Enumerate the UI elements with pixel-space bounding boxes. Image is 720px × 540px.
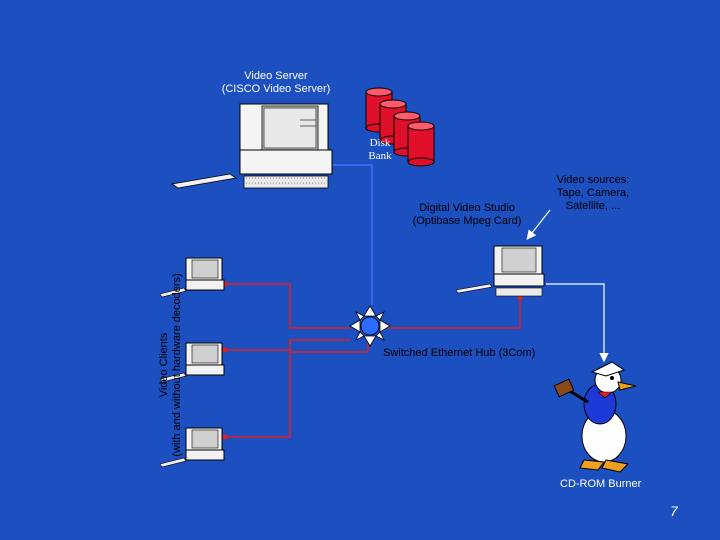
hub-label: Switched Ethernet Hub (3Com) (383, 347, 536, 359)
video-sources-line1: Video sources: (556, 174, 630, 186)
lan-port-dots (222, 281, 523, 440)
video-sources-label: Video sources: Tape, Camera, Satellite, … (540, 174, 646, 213)
video-sources-line3: Satellite, ... (565, 200, 621, 212)
server-title-line1: Video Server (244, 70, 308, 82)
studio-workstation[interactable] (455, 245, 545, 297)
client-workstation-1[interactable] (159, 257, 225, 298)
studio-label-line2: (Optibase Mpeg Card) (412, 215, 522, 227)
workstation-icon (159, 342, 225, 383)
workstation-icon (159, 257, 225, 298)
duck-mascot-icon[interactable] (553, 361, 637, 473)
studio-label-line1: Digital Video Studio (419, 202, 515, 214)
client-workstation-3[interactable] (159, 427, 225, 468)
disk-bank (365, 87, 435, 167)
disk-bank-line1: Disk (369, 137, 391, 149)
disk-bank-label: Disk Bank (360, 137, 400, 163)
hub-icon[interactable] (349, 305, 391, 347)
clients-label-line1: Video Clients (158, 332, 170, 398)
lan-connections (225, 283, 521, 438)
studio-label: Digital Video Studio (Optibase Mpeg Card… (398, 202, 536, 228)
video-sources-arrow (526, 209, 551, 240)
client-workstation-2[interactable] (159, 342, 225, 383)
page-number: 7 (670, 503, 678, 519)
disk-bank-line2: Bank (368, 150, 392, 162)
video-sources-line2: Tape, Camera, (556, 187, 630, 199)
server-title: Video Server (CISCO Video Server) (214, 70, 338, 96)
server-title-line2: (CISCO Video Server) (221, 83, 331, 95)
workstation-icon (455, 245, 545, 297)
clients-label-line2: (with and without hardware decoders) (171, 273, 183, 457)
clients-label: Video Clients (with and without hardware… (158, 250, 188, 480)
server-computer-icon[interactable] (170, 103, 333, 189)
server-hub-link (325, 164, 373, 305)
workstation-icon (159, 427, 225, 468)
disk-cylinder-icon (407, 121, 435, 167)
burner-arrow (546, 283, 609, 363)
burner-label: CD-ROM Burner (560, 478, 642, 490)
